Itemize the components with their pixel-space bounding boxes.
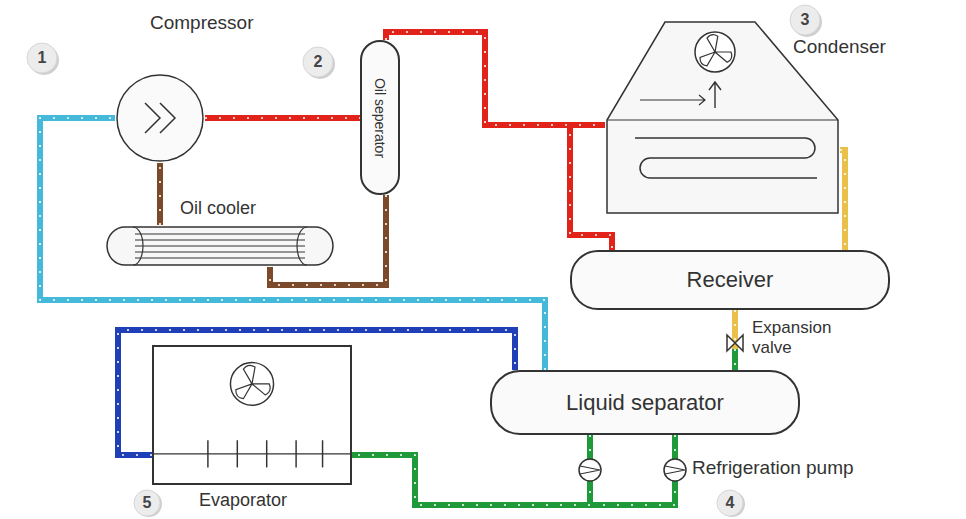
pipe-line (157, 163, 163, 225)
condenser-line (607, 120, 838, 121)
callout-number: 4 (716, 489, 744, 517)
pipe-dots (734, 349, 736, 370)
evaporator-fin (322, 440, 323, 467)
pipe-dots (352, 435, 590, 505)
airflow-arrow (640, 95, 705, 105)
cooler-tube (135, 258, 305, 259)
pipe-line (386, 32, 605, 125)
airflow-arrow (709, 82, 721, 108)
pipe-group (160, 163, 161, 225)
pipe-group (840, 150, 845, 250)
callout-disc (27, 43, 57, 73)
pump-pipe (590, 435, 675, 505)
evaporator-fin (266, 440, 267, 467)
evaporator-fin (295, 440, 296, 467)
expansion-valve-symbol (727, 335, 743, 351)
pipe-group (386, 32, 605, 125)
evaporator-unit: Evaporator (152, 345, 352, 485)
compressor-chevron (160, 103, 175, 133)
pipe-dots (734, 310, 736, 370)
pipe-dots (40, 118, 545, 370)
pipe-dots (159, 163, 161, 225)
condenser-coil (635, 138, 817, 178)
pipe-group (352, 435, 590, 505)
pipe-line (840, 150, 845, 250)
pipe-line (386, 32, 612, 250)
node-shape (154, 347, 350, 483)
pump-symbol-mark (665, 466, 685, 474)
pipe-dots (590, 435, 675, 505)
fan-blade (700, 52, 715, 66)
compressor-symbol: Compressor (115, 73, 205, 163)
pipe-line (352, 435, 590, 505)
node-label: Oil cooler (180, 198, 256, 219)
callout-disc (303, 47, 333, 77)
evaporator-fin (207, 440, 208, 467)
pipe-dots (386, 32, 605, 125)
oil-separator-vessel: Oil seperator (360, 40, 400, 195)
oil-cooler: Oil cooler (105, 225, 335, 267)
fan-blade (715, 52, 732, 62)
fan-blade (252, 384, 270, 395)
evaporator-coil (154, 453, 350, 454)
callout-disc (134, 490, 160, 516)
pump-symbol (664, 459, 686, 481)
fan-blade (707, 35, 718, 52)
callout-number: 3 (791, 6, 819, 34)
pipe-group (735, 310, 736, 370)
receiver-vessel: Receiver (570, 250, 890, 310)
node-label: Liquid separator (492, 390, 798, 415)
cooler-tube (135, 240, 305, 241)
pump-symbol (579, 459, 601, 481)
fan-circle (230, 363, 273, 406)
callout-number: 5 (133, 489, 161, 517)
valve-outlet-pipe (732, 349, 738, 370)
compressor-chevron (145, 103, 160, 133)
condenser-unit: Condenser (605, 20, 840, 215)
pipe-group (40, 118, 545, 370)
node-label: Oil seperator (372, 77, 388, 157)
node-label: Compressor (150, 12, 253, 34)
cooler-tube (135, 234, 305, 235)
node-shape (115, 73, 205, 163)
pump-symbol-mark (580, 466, 600, 474)
fan-circle (695, 32, 735, 72)
fan-blade (243, 365, 255, 384)
pipe-group (205, 118, 360, 119)
compressor-circle (117, 75, 203, 161)
pipe-line (205, 115, 360, 121)
node-shape (105, 225, 335, 267)
callout-number: 1 (28, 44, 56, 72)
pipe-dots (205, 117, 360, 119)
callout-number: 2 (304, 48, 332, 76)
part-label: Expansion valve (752, 318, 864, 357)
callout-disc (717, 490, 743, 516)
node-label: Evaporator (199, 490, 287, 511)
pipe-dots (840, 150, 845, 250)
oil-cooler-shell (107, 227, 333, 265)
node-label: Receiver (572, 267, 888, 292)
cooler-tube (135, 246, 305, 247)
pipe-group (386, 32, 612, 250)
callout-disc (790, 5, 820, 35)
pipe-line (40, 118, 545, 370)
part-label: Refrigeration pump (692, 457, 854, 479)
oil-cooler-cap (133, 227, 307, 265)
node-label: Condenser (793, 36, 886, 58)
cooler-tube (135, 252, 305, 253)
liquid-separator-vessel: Liquid separator (490, 370, 800, 435)
pipe-dots (386, 32, 612, 250)
fan-blade (236, 384, 252, 399)
evaporator-fin (237, 440, 238, 467)
